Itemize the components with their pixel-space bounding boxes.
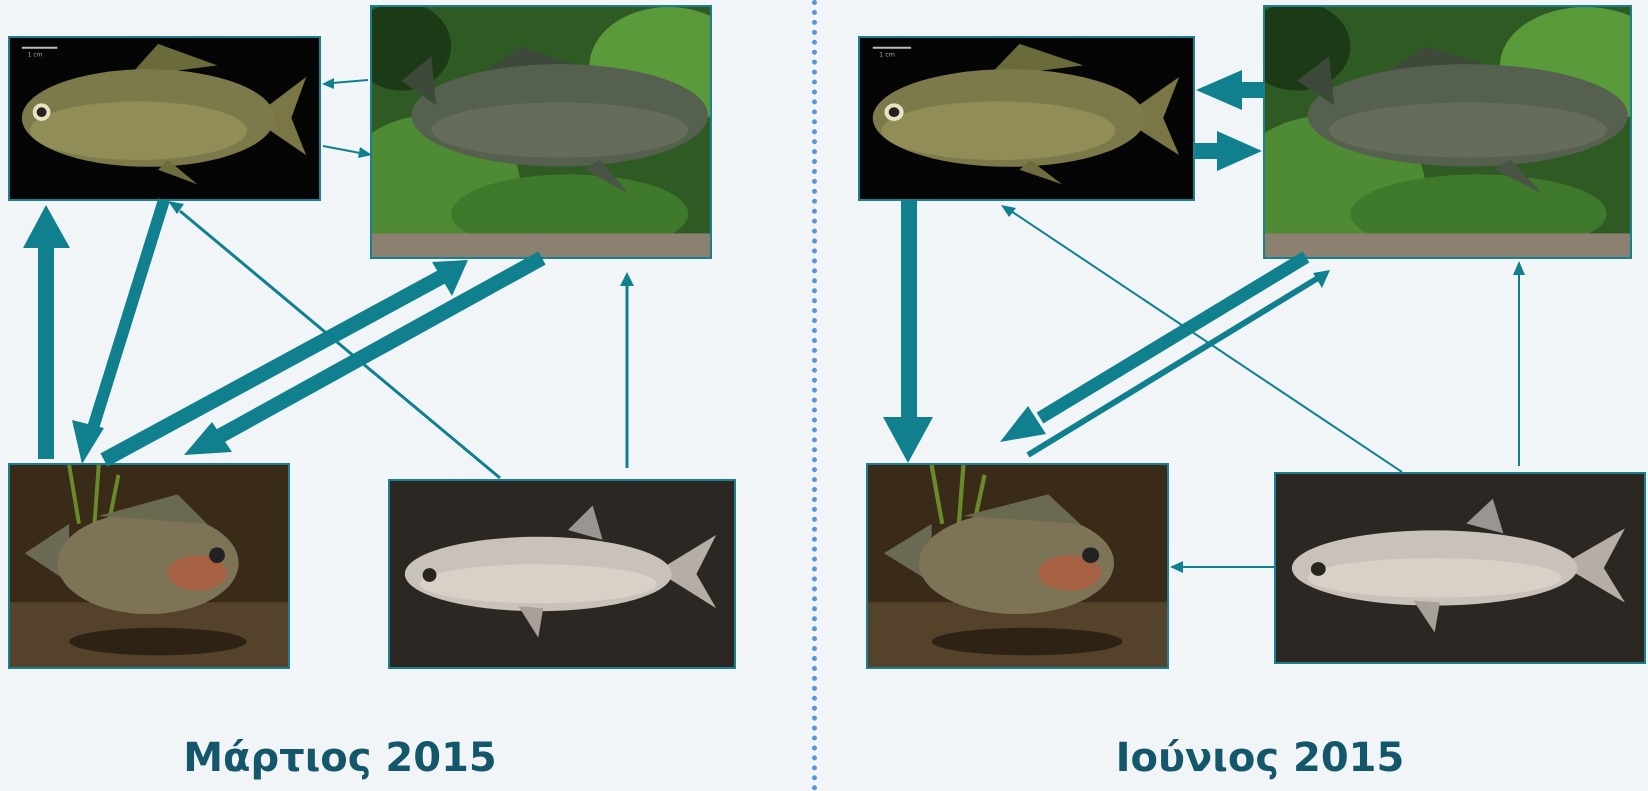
pumpkinseed-sunfish-image-march	[8, 463, 290, 669]
arrow-sunfish-to-common-march	[104, 260, 468, 460]
arrow-common-to-crucian-june	[1196, 70, 1264, 110]
arrow-crucian-to-common-march	[323, 146, 372, 158]
silver-minnow-image-june	[1274, 472, 1646, 664]
crucian-carp-image-march: 1 cm	[8, 36, 321, 201]
silver-minnow-image-march	[388, 479, 736, 669]
common-carp-image-march	[370, 5, 712, 259]
arrow-common-to-sunfish-march	[184, 258, 542, 455]
arrow-minnow-to-common-june	[1513, 261, 1525, 466]
arrow-crucian-to-common-june	[1195, 131, 1262, 171]
arrow-common-to-sunfish-june	[1000, 257, 1306, 442]
arrow-minnow-to-sunfish-june	[1170, 561, 1275, 573]
period-label-march: Μάρτιος 2015	[130, 738, 550, 778]
panel-divider	[812, 0, 817, 791]
arrow-minnow-to-common-march	[620, 272, 634, 468]
pumpkinseed-sunfish-image-june	[866, 463, 1169, 669]
arrow-crucian-to-sunfish-march	[72, 200, 164, 464]
arrow-sunfish-to-common-june	[1028, 270, 1330, 455]
crucian-carp-image-june: 1 cm	[858, 36, 1195, 201]
common-carp-image-june	[1263, 5, 1632, 259]
arrow-sunfish-to-crucian-march	[23, 205, 70, 459]
scale-bar-label: 1 cm	[28, 53, 43, 59]
arrow-common-to-crucian-march	[322, 78, 368, 89]
scale-bar-label: 1 cm	[879, 52, 895, 59]
period-label-june: Ιούνιος 2015	[1050, 738, 1470, 778]
arrow-crucian-to-sunfish-june	[883, 200, 933, 463]
